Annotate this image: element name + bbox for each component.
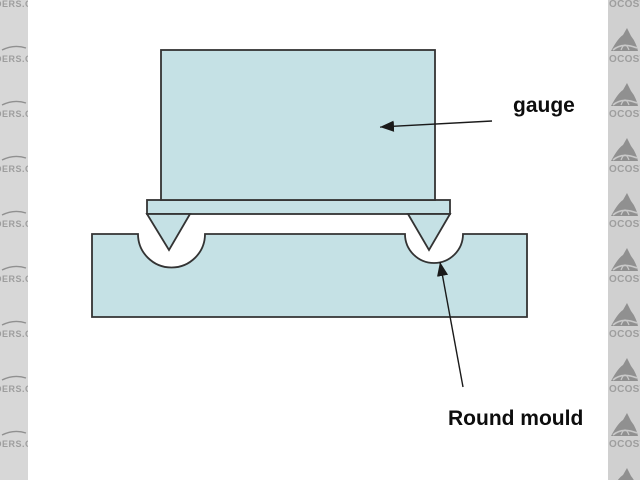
mountain-logo-icon (611, 358, 638, 381)
watermark-text: OCOSTE (609, 439, 640, 450)
gauge-foot-right (406, 213, 452, 252)
round-mould-label: Round mould (448, 407, 584, 430)
swoosh-arc-icon (1, 430, 27, 436)
watermark-tiles-left: DERS.C DERS.C DERS.C DERS.C DERS.C DERS.… (0, 0, 28, 480)
gauge-base-plate (146, 199, 451, 215)
watermark-text: DERS.C (0, 329, 28, 339)
watermark-text: DERS.C (0, 439, 28, 449)
gauge-body (160, 49, 436, 201)
mountain-logo-icon (611, 83, 638, 106)
watermark-text: OCOSTE (609, 274, 640, 285)
mountain-logo-icon (611, 303, 638, 326)
swoosh-arc-icon (1, 155, 27, 161)
watermark-tile: OCOSTE (608, 355, 640, 410)
mountain-logo-icon (611, 413, 638, 436)
watermark-tile: OCOSTE (608, 410, 640, 465)
round-mould-arrow (437, 261, 464, 388)
watermark-tile: OCOSTE (608, 80, 640, 135)
mountain-logo-icon (611, 28, 638, 51)
watermark-tile: OCOSTE (608, 25, 640, 80)
swoosh-arc-icon (1, 210, 27, 216)
watermark-text: DERS.C (0, 109, 28, 119)
swoosh-arc-icon (1, 45, 27, 51)
watermark-tiles-right: OCOSTE OCOSTE OCOSTE OCOSTE OCOS (608, 0, 640, 480)
swoosh-arc-icon (1, 100, 27, 106)
watermark-text: DERS.C (0, 164, 28, 174)
gauge-label: gauge (513, 94, 575, 117)
watermark-tile: OCOSTE (608, 300, 640, 355)
watermark-tile: OCOSTE (608, 0, 640, 25)
watermark-text: DERS.C (0, 0, 28, 9)
watermark-strip-left: DERS.C DERS.C DERS.C DERS.C DERS.C DERS.… (0, 0, 28, 480)
swoosh-arc-icon (1, 265, 27, 271)
gauge-foot-left (145, 213, 192, 252)
watermark-text: OCOSTE (609, 109, 640, 120)
watermark-tile: DERS.C (0, 373, 28, 428)
watermark-tile: OCOSTE (608, 135, 640, 190)
mountain-logo-icon (611, 138, 638, 161)
watermark-tile: DERS.C (0, 263, 28, 318)
watermark-strip-right: OCOSTE OCOSTE OCOSTE OCOSTE OCOS (608, 0, 640, 480)
round-mould-block (91, 233, 528, 318)
watermark-tile: DERS.C (0, 153, 28, 208)
watermark-text: DERS.C (0, 219, 28, 229)
swoosh-arc-icon (1, 375, 27, 381)
watermark-tile: DERS.C (0, 318, 28, 373)
watermark-text: DERS.C (0, 54, 28, 64)
mountain-logo-icon (611, 193, 638, 216)
watermark-text: OCOSTE (609, 54, 640, 65)
watermark-tile: DERS.C (0, 428, 28, 480)
watermark-tile: OCOSTE (608, 465, 640, 480)
watermark-tile: DERS.C (0, 98, 28, 153)
watermark-tile: DERS.C (0, 43, 28, 98)
watermark-text: OCOSTE (609, 0, 640, 10)
watermark-text: OCOSTE (609, 219, 640, 230)
watermark-text: DERS.C (0, 274, 28, 284)
watermark-text: OCOSTE (609, 164, 640, 175)
watermark-tile: DERS.C (0, 0, 28, 43)
watermark-text: OCOSTE (609, 329, 640, 340)
watermark-tile: OCOSTE (608, 245, 640, 300)
watermark-text: OCOSTE (609, 384, 640, 395)
swoosh-arc-icon (1, 320, 27, 326)
mountain-logo-icon (611, 248, 638, 271)
gauge-arrow (379, 120, 493, 132)
watermark-tile: DERS.C (0, 208, 28, 263)
watermark-tile: OCOSTE (608, 190, 640, 245)
mountain-logo-icon (617, 468, 634, 480)
watermark-text: DERS.C (0, 384, 28, 394)
